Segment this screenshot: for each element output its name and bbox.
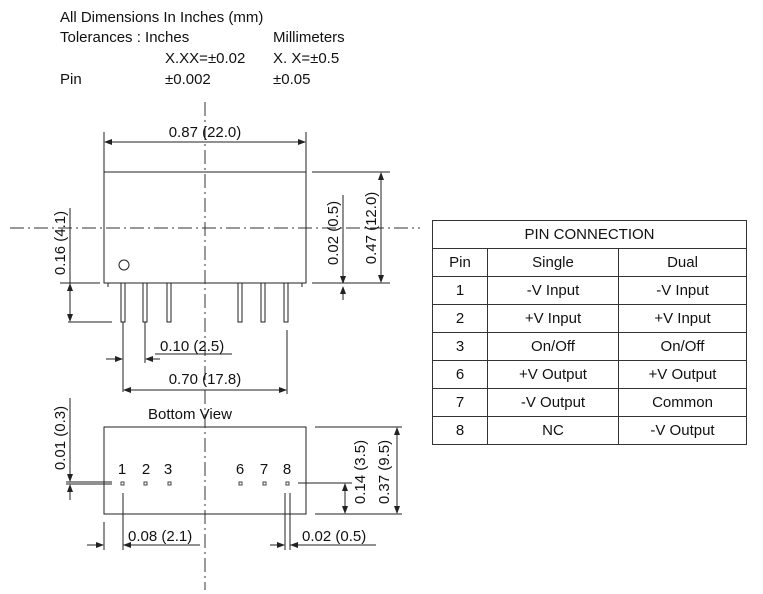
bottom-view-title: Bottom View bbox=[148, 406, 232, 423]
cell-single: -V Input bbox=[487, 276, 619, 305]
pin-number: 8 bbox=[283, 461, 291, 478]
pin-number: 2 bbox=[142, 461, 150, 478]
depth-dimension: 0.37 (9.5) bbox=[376, 440, 393, 504]
side-view: 0.87 (22.0) 0.16 (4.1) 0.02 (0.5) 0.47 (… bbox=[52, 124, 390, 394]
notes-title: All Dimensions In Inches (mm) bbox=[60, 9, 263, 26]
cell-single: +V Output bbox=[487, 360, 619, 389]
cell-pin: 1 bbox=[432, 276, 488, 305]
module-outline bbox=[103, 426, 307, 515]
table-row: 6+V Output+V Output bbox=[432, 360, 747, 389]
cell-dual: On/Off bbox=[618, 332, 747, 361]
cell-pin: 7 bbox=[432, 388, 488, 417]
pin-width-dimension: 0.02 (0.5) bbox=[302, 528, 366, 545]
pin-pitch-dimension: 0.10 (2.5) bbox=[160, 338, 224, 355]
pin1-marker bbox=[118, 259, 130, 271]
cell-pin: 2 bbox=[432, 304, 488, 333]
pin-number: 6 bbox=[236, 461, 244, 478]
pin-connection-table: PIN CONNECTION Pin Single Dual 1-V Input… bbox=[432, 220, 747, 445]
bottom-view: Bottom View 1 2 3 6 7 8 0.01 (0.3) 0.14 … bbox=[52, 398, 402, 550]
cell-single: +V Input bbox=[487, 304, 619, 333]
pin-length-dimension: 0.16 (4.1) bbox=[52, 211, 69, 275]
cell-dual: -V Input bbox=[618, 276, 747, 305]
pin-number: 1 bbox=[118, 461, 126, 478]
cell-pin: 8 bbox=[432, 416, 488, 445]
cell-pin: 6 bbox=[432, 360, 488, 389]
table-title: PIN CONNECTION bbox=[432, 220, 747, 249]
standoff-dimension: 0.02 (0.5) bbox=[325, 201, 342, 265]
pin-number: 7 bbox=[260, 461, 268, 478]
cell-dual: -V Output bbox=[618, 416, 747, 445]
height-dimension: 0.47 (12.0) bbox=[363, 192, 380, 265]
header-single: Single bbox=[487, 248, 619, 277]
table-row: 2+V Input+V Input bbox=[432, 304, 747, 333]
table-row: 1-V Input-V Input bbox=[432, 276, 747, 305]
pin-inch-tolerance: ±0.002 bbox=[165, 71, 211, 88]
edge-offset-dimension: 0.08 (2.1) bbox=[128, 528, 192, 545]
cell-single: -V Output bbox=[487, 388, 619, 417]
module-body bbox=[103, 171, 307, 287]
pin-pads bbox=[120, 481, 290, 486]
cell-single: NC bbox=[487, 416, 619, 445]
millimeters-label: Millimeters bbox=[273, 29, 345, 46]
cell-pin: 3 bbox=[432, 332, 488, 361]
mm-tolerance: X. X=±0.5 bbox=[273, 50, 339, 67]
pin-thickness-dimension: 0.01 (0.3) bbox=[52, 406, 69, 470]
cell-dual: +V Input bbox=[618, 304, 747, 333]
table-header-row: Pin Single Dual bbox=[432, 248, 747, 277]
inch-tolerance: X.XX=±0.02 bbox=[165, 50, 245, 67]
cell-dual: Common bbox=[618, 388, 747, 417]
cell-dual: +V Output bbox=[618, 360, 747, 389]
pin-label: Pin bbox=[60, 71, 82, 88]
width-dimension: 0.87 (22.0) bbox=[169, 124, 242, 141]
header-dual: Dual bbox=[618, 248, 747, 277]
pin-mm-tolerance: ±0.05 bbox=[273, 71, 310, 88]
pin-row-offset-dimension: 0.14 (3.5) bbox=[352, 440, 369, 504]
tolerances-label: Tolerances : Inches bbox=[60, 29, 189, 46]
header-pin: Pin bbox=[432, 248, 488, 277]
pin-span-dimension: 0.70 (17.8) bbox=[169, 371, 242, 388]
cell-single: On/Off bbox=[487, 332, 619, 361]
pin-number: 3 bbox=[164, 461, 172, 478]
